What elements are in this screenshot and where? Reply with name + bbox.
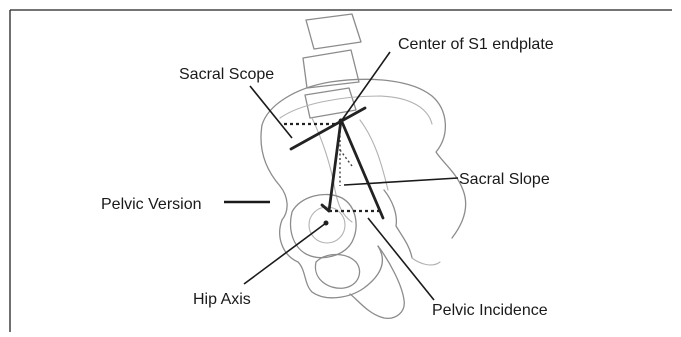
label-center-s1-endplate: Center of S1 endplate [398, 36, 554, 54]
s1-endplate-line [291, 108, 365, 149]
leader-hip-axis [244, 223, 326, 284]
coccyx-outline [412, 258, 440, 265]
acetabulum-outline [291, 194, 357, 257]
vertebra-l4 [306, 14, 361, 49]
label-pelvic-version: Pelvic Version [101, 196, 202, 214]
ischium-outline [350, 246, 404, 318]
iliac-wing-outline [262, 79, 466, 238]
pelvis-sketch [261, 14, 466, 318]
sacroiliac-joint [360, 120, 388, 190]
leader-sacral-scope [250, 86, 292, 138]
pubis-outline [280, 220, 383, 298]
s1-vertical-curve [340, 150, 352, 166]
leader-center-s1 [342, 52, 390, 120]
obturator-foramen [315, 255, 359, 289]
figure-frame [10, 10, 672, 332]
sacrum-posterior [384, 190, 412, 258]
label-sacral-scope: Sacral Scope [179, 66, 274, 84]
label-hip-axis: Hip Axis [193, 291, 251, 309]
label-sacral-slope: Sacral Slope [459, 171, 550, 189]
ilium-anterior-edge [261, 125, 287, 220]
label-pelvic-incidence: Pelvic Incidence [432, 302, 548, 320]
vertebra-s1-body [305, 88, 356, 118]
leader-sacral-slope [344, 178, 458, 185]
